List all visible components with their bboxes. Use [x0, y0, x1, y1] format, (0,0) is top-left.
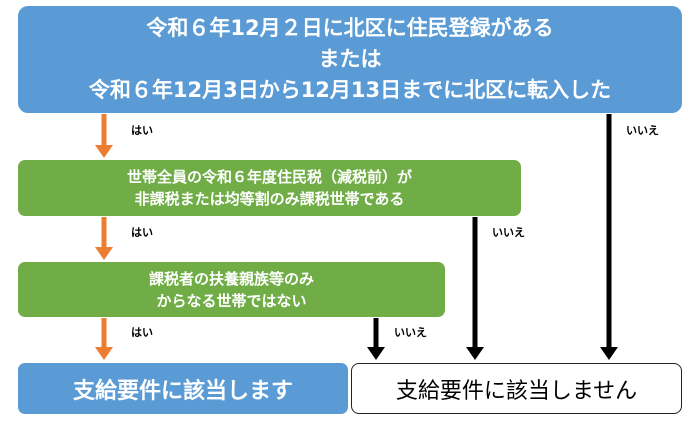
yes-label-3: はい	[131, 326, 153, 339]
result-ineligible-text: 支給要件に該当しません	[395, 378, 638, 404]
yes-arrow-2	[95, 217, 113, 260]
yes-arrow-1	[95, 114, 113, 158]
no-arrow-1	[600, 114, 618, 360]
result-eligible-box: 支給要件に該当します	[18, 363, 348, 414]
tax-exempt-condition-line-1: 世帯全員の令和６年度住民税（減税前）が	[126, 168, 412, 186]
residency-condition-line-3: 令和６年12月3日から12月13日までに北区に転入した	[88, 78, 612, 102]
tax-exempt-condition-line-2: 非課税または均等割のみ課税世帯である	[134, 190, 405, 208]
result-eligible-text: 支給要件に該当します	[72, 378, 293, 404]
residency-condition-line-2: または	[318, 47, 382, 71]
residency-condition-box: 令和６年12月２日に北区に住民登録がある または 令和６年12月3日から12月1…	[18, 6, 682, 113]
no-label-3: いいえ	[394, 326, 427, 339]
result-ineligible-box: 支給要件に該当しません	[351, 363, 682, 414]
residency-condition-line-1: 令和６年12月２日に北区に住民登録がある	[146, 16, 554, 40]
no-label-1: いいえ	[626, 124, 659, 137]
no-arrow-2	[466, 217, 484, 360]
no-arrow-3	[367, 318, 385, 360]
yes-label-1: はい	[131, 124, 153, 137]
no-label-2: いいえ	[492, 226, 525, 239]
yes-arrow-3	[95, 318, 113, 360]
yes-label-2: はい	[131, 226, 153, 239]
dependents-condition-line-2: からなる世帯ではない	[156, 291, 307, 310]
dependents-condition-line-1: 課税者の扶養親族等のみ	[148, 269, 314, 288]
tax-exempt-condition-box: 世帯全員の令和６年度住民税（減税前）が 非課税または均等割のみ課税世帯である	[18, 160, 521, 216]
dependents-condition-box: 課税者の扶養親族等のみ からなる世帯ではない	[18, 262, 445, 317]
